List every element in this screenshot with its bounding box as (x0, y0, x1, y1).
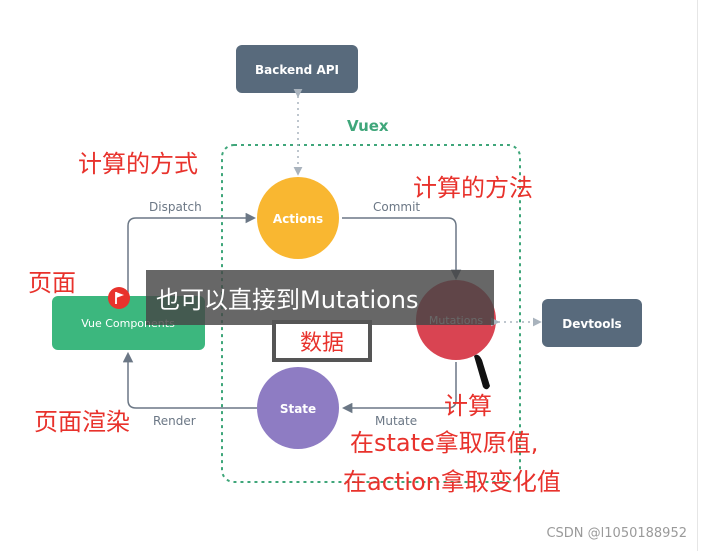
annotation-action-line: 在action拿取变化值 (343, 468, 561, 496)
backend-api-label: Backend API (255, 63, 339, 77)
flag-icon (115, 292, 124, 304)
state-label: State (280, 402, 316, 416)
actions-node (257, 177, 339, 259)
backend-api-node (236, 45, 358, 93)
black-scribble-mark (474, 354, 490, 390)
annotation-compute-method-2: 计算的方法 (413, 174, 533, 202)
render-label: Render (153, 414, 196, 428)
devtools-label: Devtools (562, 317, 621, 331)
commit-edge (342, 217, 462, 281)
annotation-compute-method-1: 计算的方式 (78, 150, 198, 178)
annotation-page-render: 页面渲染 (34, 408, 130, 436)
data-box: 数据 (272, 320, 372, 362)
csdn-watermark: CSDN @l1050188952 (546, 526, 687, 541)
state-node (257, 367, 339, 449)
devtools-node (542, 299, 642, 347)
dispatch-label: Dispatch (149, 200, 202, 214)
annotation-page: 页面 (28, 269, 76, 297)
annotation-compute: 计算 (444, 392, 492, 420)
actions-label: Actions (273, 212, 323, 226)
annotation-state-line: 在state拿取原值, (350, 429, 539, 457)
tooltip-overlay: 也可以直接到Mutations (146, 270, 494, 325)
vuex-label: Vuex (347, 117, 389, 135)
mutate-edge (341, 362, 457, 414)
render-edge (122, 351, 257, 409)
mutate-label: Mutate (375, 414, 417, 428)
right-edge-line (697, 0, 698, 551)
flag-badge (108, 287, 130, 309)
commit-label: Commit (373, 200, 420, 214)
dispatch-edge (127, 212, 257, 294)
